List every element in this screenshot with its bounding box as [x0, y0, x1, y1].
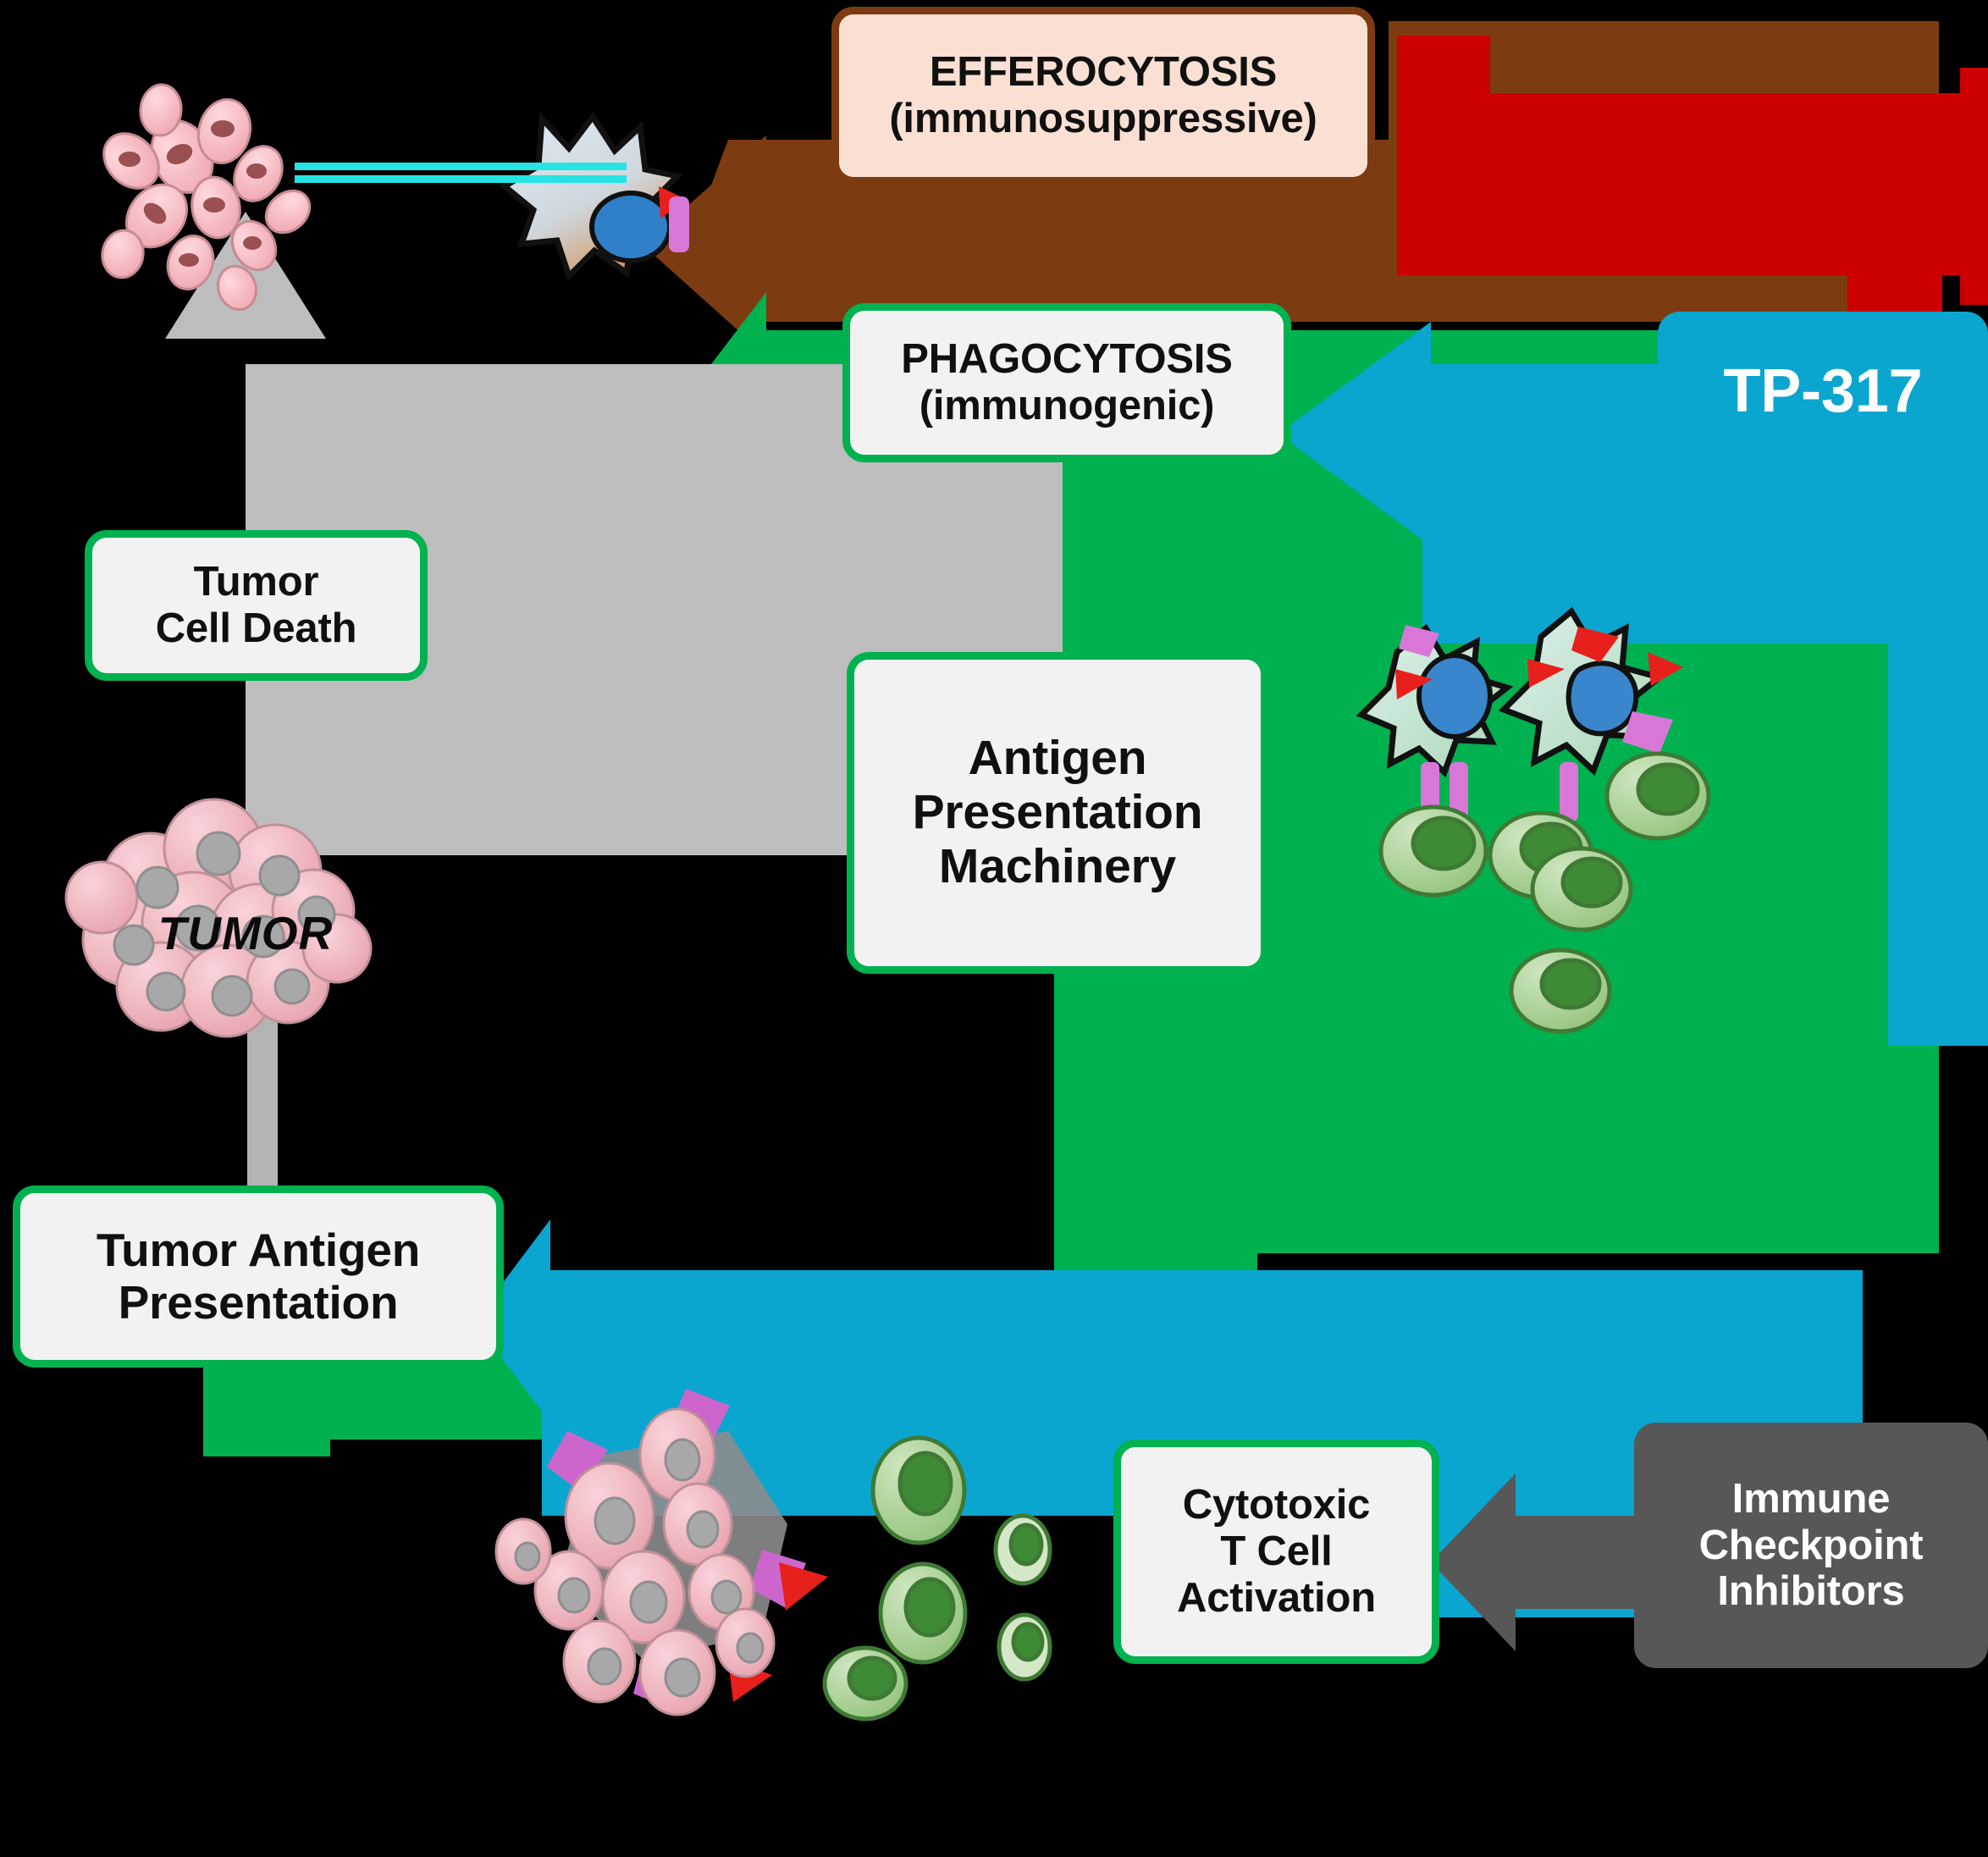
- cyan-accent-line: [295, 163, 627, 183]
- label-tumor-antigen-presentation[interactable]: Tumor Antigen Presentation: [13, 1185, 504, 1368]
- label-immune-checkpoint-inhibitors[interactable]: Immune Checkpoint Inhibitors: [1634, 1423, 1988, 1668]
- phagocytosis-text: PHAGOCYTOSIS(immunogenic): [901, 336, 1233, 428]
- label-tp317[interactable]: TP-317: [1658, 312, 1988, 471]
- t-cells-group: [1378, 751, 1711, 1034]
- label-tumor-cell-death[interactable]: Tumor Cell Death: [85, 530, 428, 681]
- label-antigen-presentation-machinery[interactable]: Antigen Presentation Machinery: [847, 652, 1268, 974]
- antigen-presenting-cells: [1356, 606, 1683, 823]
- label-efferocytosis[interactable]: EFFEROCYTOSIS(immunosuppressive): [831, 7, 1375, 185]
- macrophage-cell: [499, 111, 689, 282]
- tumor-cell-cluster: [64, 798, 373, 1038]
- efferocytosis-text: EFFEROCYTOSIS(immunosuppressive): [889, 49, 1317, 141]
- label-cytotoxic-t-cell-activation[interactable]: Cytotoxic T Cell Activation: [1113, 1440, 1439, 1664]
- tumor-label: TUMOR: [157, 907, 334, 959]
- label-phagocytosis[interactable]: PHAGOCYTOSIS(immunogenic): [842, 303, 1291, 462]
- checkpoint-inhibitor-arrow: [1431, 1473, 1659, 1651]
- apoptotic-debris-cluster: [101, 83, 312, 312]
- tumor-attack-scene: [494, 1389, 1052, 1722]
